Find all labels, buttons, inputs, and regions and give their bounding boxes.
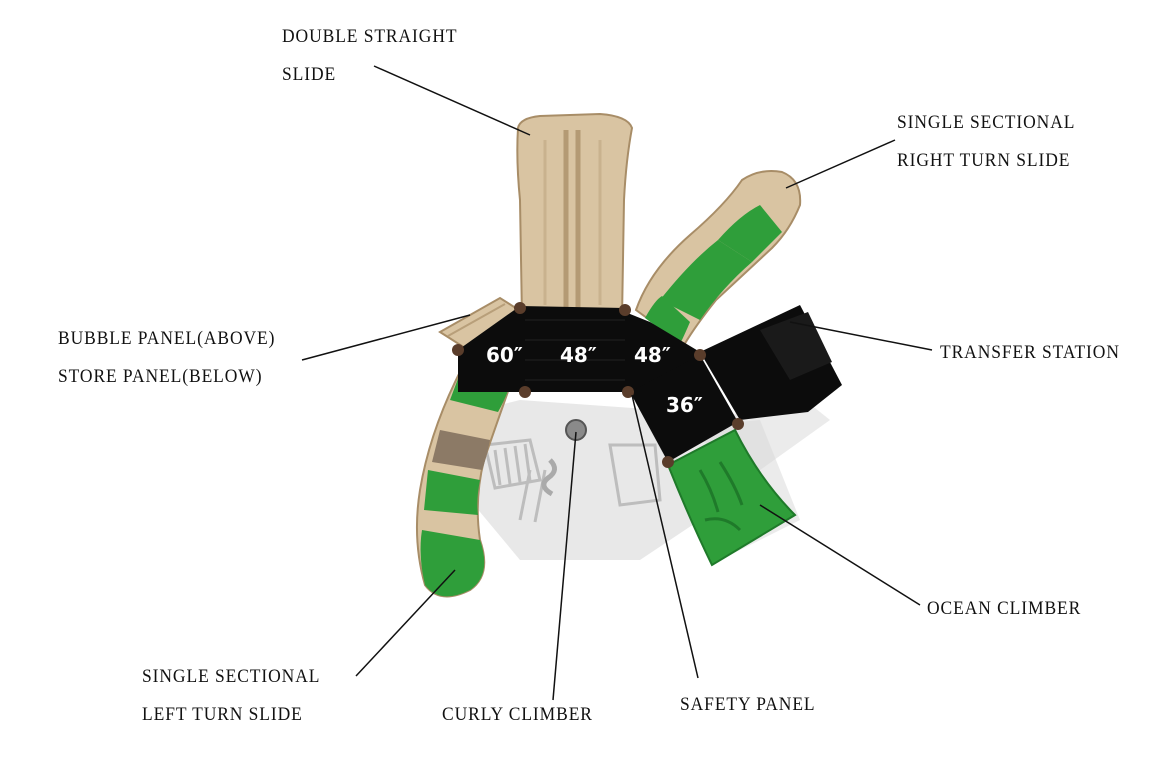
deck-heights: 60″ 48″ 48″ 36″ <box>486 343 703 417</box>
leader-transfer-station <box>789 321 933 351</box>
leader-curly-climber <box>552 431 577 701</box>
deck-height-36: 36″ <box>666 393 703 417</box>
callout-ocean-climber: OCEAN CLIMBER <box>927 598 1082 619</box>
double-straight-slide <box>516 112 634 319</box>
callout-bubble-store-panel: BUBBLE PANEL(ABOVE) STORE PANEL(BELOW) <box>58 328 276 387</box>
leader-lines <box>301 65 933 701</box>
leader-safety-panel <box>631 394 699 679</box>
deck-height-60: 60″ <box>486 343 523 367</box>
callout-safety-panel: SAFETY PANEL <box>680 694 816 715</box>
leader-ocean-climber <box>759 504 921 606</box>
leader-double-straight-slide <box>373 65 531 136</box>
callout-double-straight-slide: DOUBLE STRAIGHT SLIDE <box>282 26 458 85</box>
single-sectional-left-turn-slide <box>415 366 514 598</box>
leader-bubble-store-panel <box>301 314 471 361</box>
callout-left-turn-slide: SINGLE SECTIONAL LEFT TURN SLIDE <box>142 666 321 725</box>
callout-curly-climber: CURLY CLIMBER <box>442 704 593 725</box>
leader-right-turn-slide <box>785 139 896 189</box>
deck-height-48-right: 48″ <box>634 343 671 367</box>
single-sectional-right-turn-slide <box>634 170 802 347</box>
ocean-climber <box>666 428 797 567</box>
under-deck-frames <box>483 438 662 523</box>
leader-left-turn-slide <box>355 569 456 677</box>
callout-transfer-station: TRANSFER STATION <box>940 342 1120 363</box>
deck-height-48-left: 48″ <box>560 343 597 367</box>
play-decks <box>452 302 842 497</box>
callout-right-turn-slide: SINGLE SECTIONAL RIGHT TURN SLIDE <box>897 112 1076 171</box>
